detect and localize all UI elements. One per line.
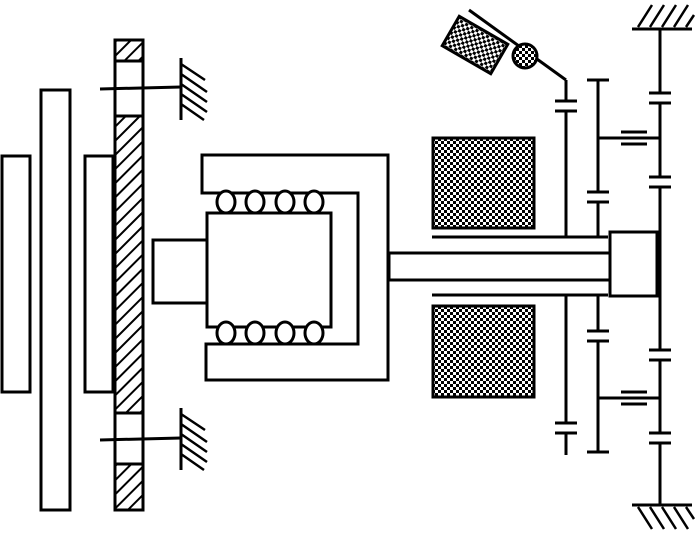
ground-support-top-right <box>632 4 696 31</box>
pendulum-linkage <box>440 8 567 82</box>
ground-support-bottom-right <box>632 503 696 530</box>
stator-coil-bottom <box>431 304 536 399</box>
outer-plate-middle <box>39 88 72 512</box>
output-shaft <box>387 251 642 282</box>
hatched-disc <box>113 38 145 512</box>
gear-train <box>432 30 671 505</box>
rotor-core <box>205 211 333 329</box>
ground-support-top <box>99 58 208 122</box>
bearing-row-bottom <box>215 320 325 346</box>
outer-plate-left <box>0 154 32 394</box>
ground-support-bottom <box>99 408 208 472</box>
stator-coil-top <box>431 136 536 230</box>
bearing-row-top <box>215 189 325 215</box>
rotor-hub <box>151 238 209 305</box>
inner-plate <box>83 154 115 394</box>
